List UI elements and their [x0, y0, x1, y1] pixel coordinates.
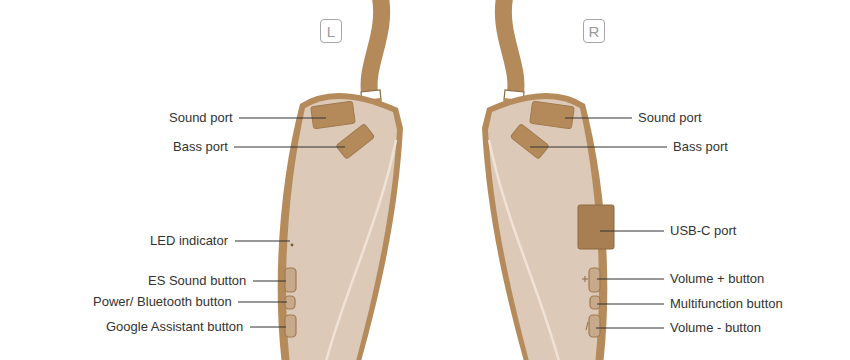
- minus-mark: [586, 322, 588, 330]
- usb-c-port: [578, 205, 614, 249]
- button-label: Power/ Bluetooth button: [93, 294, 232, 310]
- left-earpiece: [278, 0, 403, 360]
- part-label: LED indicator: [150, 233, 228, 249]
- right-earpiece: [482, 0, 607, 360]
- side-badge: L: [320, 19, 342, 43]
- led-dot: [291, 244, 294, 247]
- part-label: Sound port: [169, 110, 233, 126]
- part-label: Bass port: [173, 139, 228, 155]
- plus-mark: [582, 276, 588, 282]
- part-label: USB-C port: [670, 223, 736, 239]
- side-letter: L: [327, 24, 335, 39]
- button-label: ES Sound button: [148, 273, 246, 289]
- button-label: Google Assistant button: [106, 319, 243, 335]
- part-label: Sound port: [638, 110, 702, 126]
- button-label: Volume - button: [670, 320, 761, 336]
- side-letter: R: [589, 24, 600, 39]
- part-label: Bass port: [673, 139, 728, 155]
- button-label: Volume + button: [670, 271, 764, 287]
- button-label: Multifunction button: [670, 296, 783, 312]
- side-badge: R: [583, 19, 605, 43]
- leader-lines: [234, 118, 667, 328]
